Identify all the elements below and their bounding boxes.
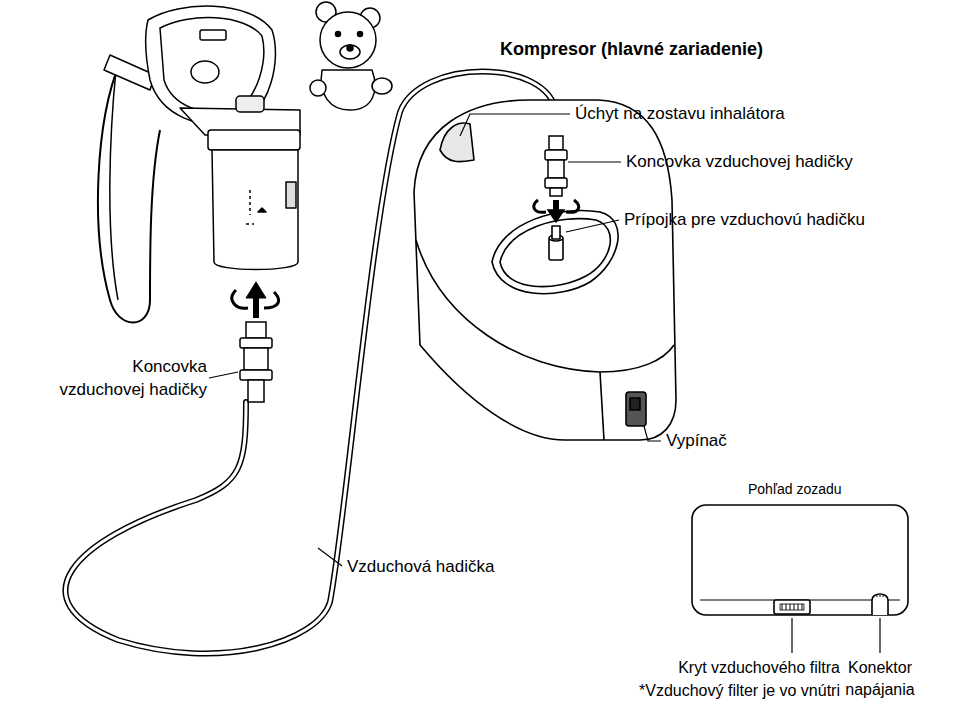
- part-label: Vzduchová hadička: [347, 556, 494, 579]
- part-label: Úchyt na zostavu inhalátora: [575, 103, 785, 126]
- part-label: Prípojka pre vzduchovú hadičku: [624, 209, 865, 232]
- heading-label: Kompresor (hlavné zariadenie): [500, 37, 763, 61]
- tube-end-connector: [240, 322, 272, 402]
- compressor: [414, 100, 676, 440]
- part-label: Konektor napájania: [842, 657, 918, 700]
- part-label: Koncovka vzduchovej hadičky: [626, 151, 853, 174]
- part-label: Pohľad zozadu: [748, 480, 842, 499]
- part-label: Koncovka vzduchovej hadičky: [52, 356, 207, 402]
- part-label: Kryt vzduchového filtra: [568, 657, 840, 679]
- part-label: Vypínač: [666, 430, 727, 453]
- part-label: *Vzduchový filter je vo vnútri: [568, 680, 840, 702]
- nebulizer: [98, 2, 392, 323]
- leader-line: [209, 114, 880, 653]
- tube-end-connector: [534, 136, 579, 222]
- rear-view: [692, 505, 908, 615]
- connect-arrow: [232, 282, 279, 318]
